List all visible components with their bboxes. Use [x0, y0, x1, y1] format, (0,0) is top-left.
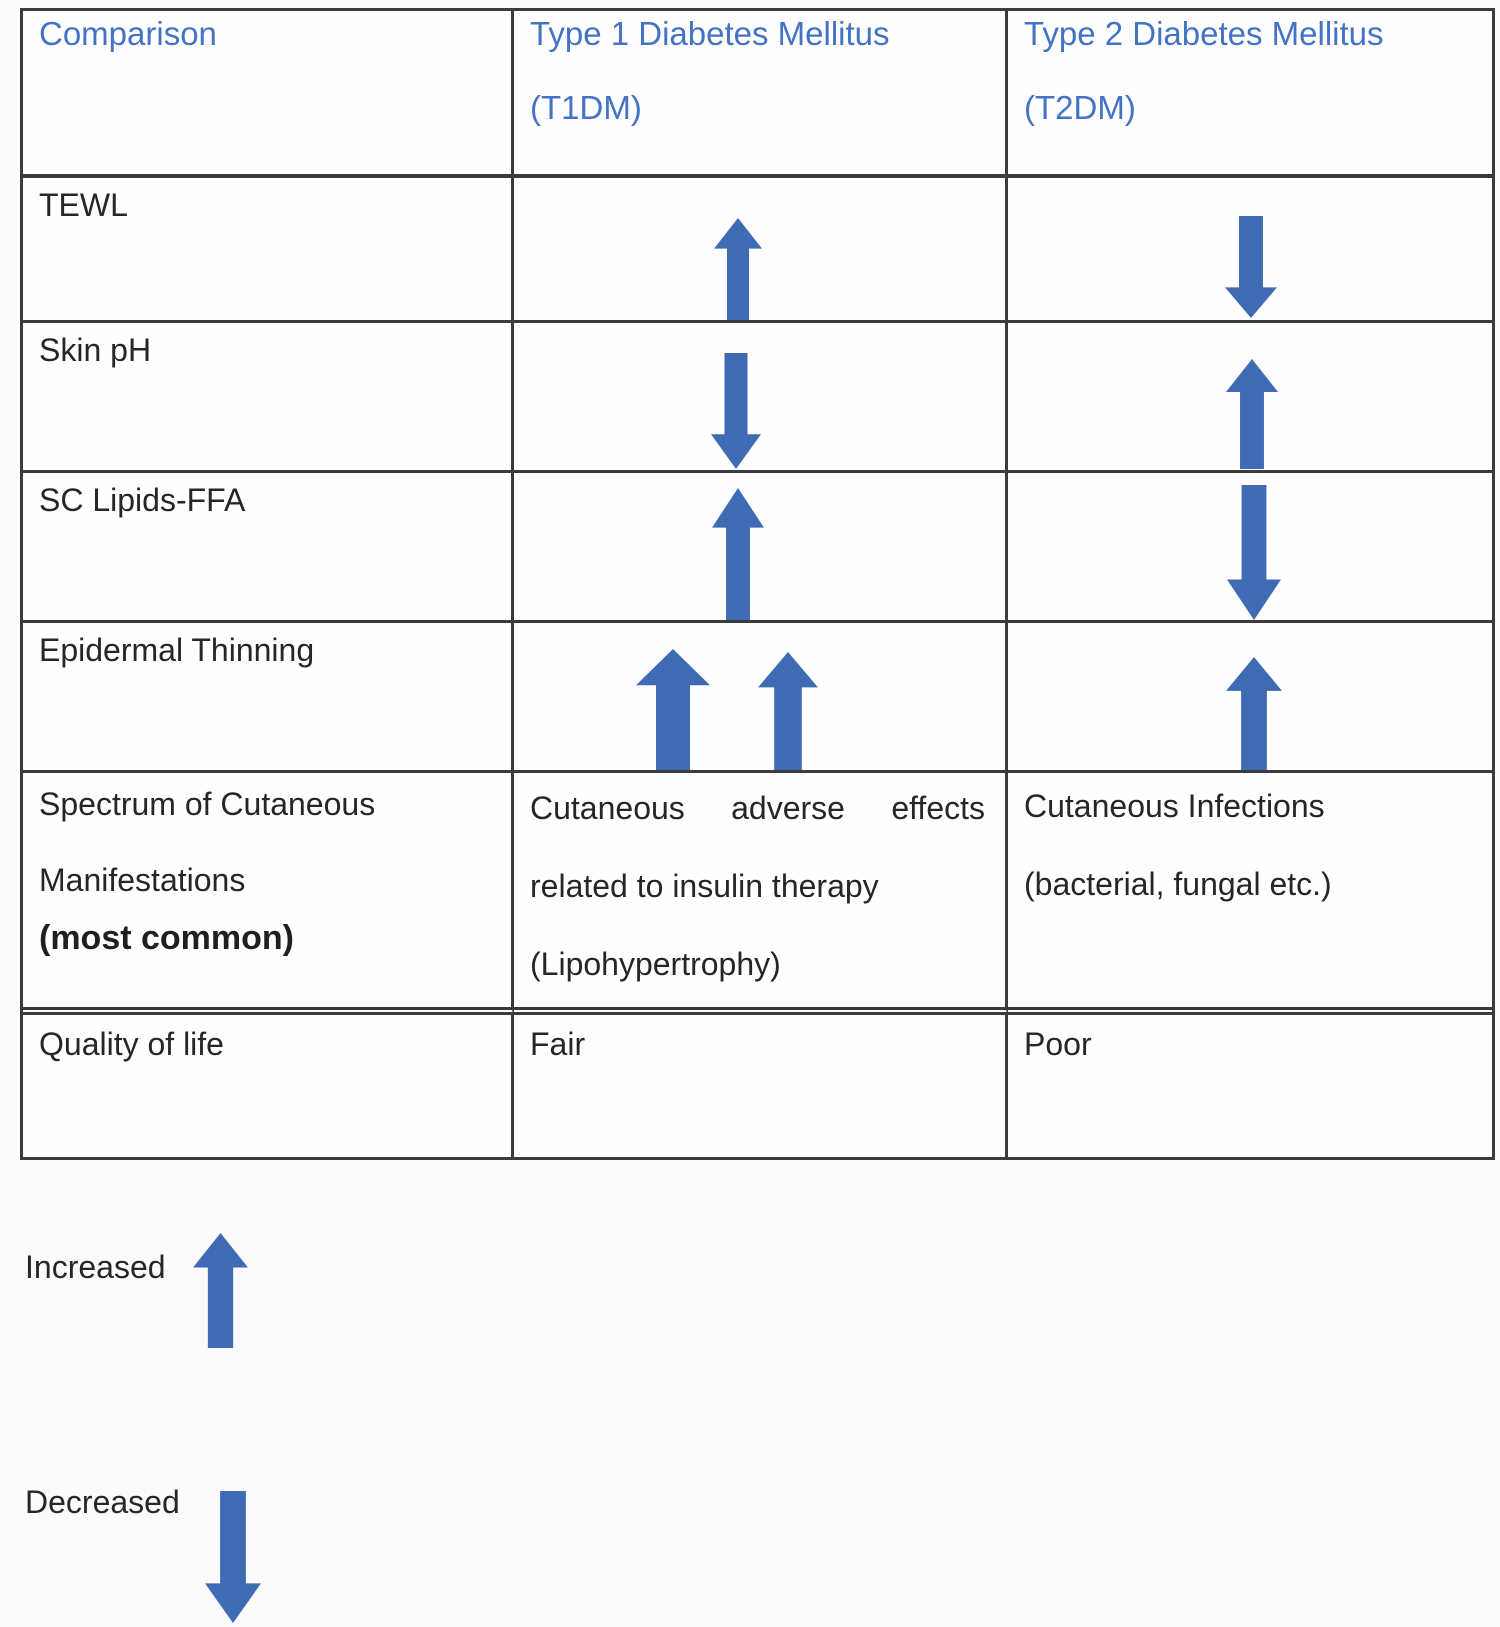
row-label-spectrum: Spectrum of Cutaneous Manifestations (mo… [23, 773, 514, 1015]
tewl-t2dm-cell [1008, 178, 1492, 323]
header-cell-t1dm: Type 1 Diabetes Mellitus (T1DM) [514, 11, 1008, 178]
cell-text-line: (Lipohypertrophy) [530, 946, 781, 982]
skin-ph-t1dm-cell [514, 323, 1008, 473]
row-label-tewl: TEWL [23, 178, 514, 323]
row-label: Quality of life [39, 1026, 224, 1062]
comparison-table: Comparison Type 1 Diabetes Mellitus (T1D… [20, 8, 1495, 1160]
cell-text: Poor [1024, 1026, 1092, 1062]
row-label: Epidermal Thinning [39, 632, 315, 668]
row-label-emphasis: (most common) [39, 919, 294, 957]
row-label: TEWL [39, 187, 128, 223]
sc-lipids-t2dm-cell [1008, 473, 1492, 623]
spectrum-t2dm-cell: Cutaneous Infections (bacterial, fungal … [1008, 773, 1492, 1015]
cell-text-line: Cutaneous Infections [1024, 788, 1325, 824]
row-label-skin-ph: Skin pH [23, 323, 514, 473]
column-title: Comparison [39, 15, 217, 52]
row-label-sc-lipids: SC Lipids-FFA [23, 473, 514, 623]
cell-text-line: (bacterial, fungal etc.) [1024, 866, 1332, 902]
row-label-line: Spectrum of Cutaneous [39, 786, 376, 822]
up-arrow-icon [712, 488, 764, 620]
row-label-quality: Quality of life [23, 1015, 514, 1157]
up-arrow-icon [758, 652, 818, 770]
epidermal-t1dm-cell [514, 623, 1008, 773]
up-arrow-icon [714, 218, 762, 320]
column-subtitle: (T1DM) [530, 89, 642, 126]
quality-t1dm-cell: Fair [514, 1015, 1008, 1157]
row-label: Skin pH [39, 332, 152, 368]
row-label-epidermal: Epidermal Thinning [23, 623, 514, 773]
sc-lipids-t1dm-cell [514, 473, 1008, 623]
up-arrow-icon [193, 1233, 248, 1348]
column-title: Type 2 Diabetes Mellitus [1024, 15, 1384, 52]
header-cell-comparison: Comparison [23, 11, 514, 178]
header-cell-t2dm: Type 2 Diabetes Mellitus (T2DM) [1008, 11, 1492, 178]
up-arrow-icon [1226, 359, 1278, 469]
cell-text-line: related to insulin therapy [530, 868, 879, 904]
up-arrow-icon [636, 649, 710, 770]
column-subtitle: (T2DM) [1024, 89, 1136, 126]
legend-increased-label: Increased [25, 1249, 166, 1285]
row-label: SC Lipids-FFA [39, 482, 246, 518]
quality-t2dm-cell: Poor [1008, 1015, 1492, 1157]
cell-text: Fair [530, 1026, 586, 1062]
epidermal-t2dm-cell [1008, 623, 1492, 773]
down-arrow-icon [1227, 485, 1281, 620]
legend-decreased-label: Decreased [25, 1484, 180, 1520]
row-label-line: Manifestations [39, 862, 246, 898]
tewl-t1dm-cell [514, 178, 1008, 323]
down-arrow-icon [1225, 216, 1277, 318]
column-title: Type 1 Diabetes Mellitus [530, 15, 890, 52]
up-arrow-icon [1226, 657, 1282, 770]
down-arrow-icon [205, 1491, 261, 1623]
spectrum-t1dm-cell: Cutaneous adverse effects related to ins… [514, 773, 1008, 1015]
skin-ph-t2dm-cell [1008, 323, 1492, 473]
cell-text-line: Cutaneous adverse effects [530, 790, 985, 826]
down-arrow-icon [711, 353, 761, 469]
